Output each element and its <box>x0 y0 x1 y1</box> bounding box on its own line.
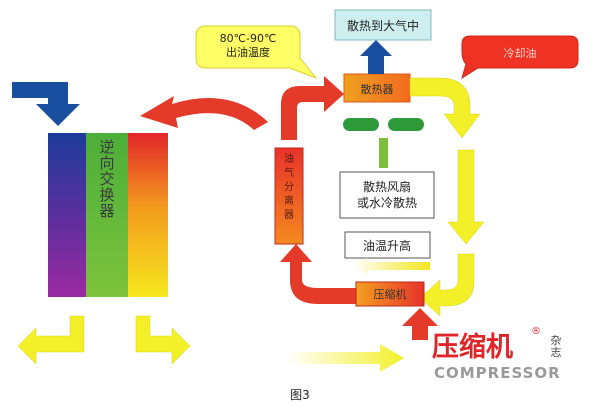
oil-temp-box <box>344 231 431 259</box>
logo-tag: 杂志 <box>551 334 562 359</box>
logo-registered: ® <box>531 326 541 337</box>
oil-out-temp-label: 80℃-90℃出油温度 <box>220 32 277 59</box>
oil-out-temp-bubble <box>195 25 318 80</box>
logo-chinese: 压缩机 <box>432 331 513 363</box>
figure-caption: 图3 <box>290 388 310 402</box>
compressor-box <box>355 281 425 307</box>
fan-blade-left <box>343 118 379 131</box>
red-arrow-filter-to-radiator <box>281 76 344 140</box>
cooling-oil-bubble <box>461 35 579 80</box>
fan-box <box>339 171 435 219</box>
logo-english: COMPRESSOR <box>434 364 561 382</box>
red-arrow-into-compressor <box>402 308 438 340</box>
cooling-oil-label: 冷却油 <box>504 46 537 60</box>
exchanger-cold-column <box>48 133 86 297</box>
yellow-down-arrow <box>447 149 485 245</box>
yellow-loop-arrow <box>409 77 481 139</box>
oil-temp-arrow <box>352 258 430 274</box>
atmosphere-label: 散热到大气中 <box>347 18 419 33</box>
oil-filter-label: 油气分离器 <box>284 152 294 221</box>
fan-blade-right <box>388 118 424 131</box>
oil-temp-label: 油温升高 <box>363 238 411 253</box>
yellow-arrow-to-compressor <box>419 253 475 317</box>
exchanger-green-column <box>86 133 128 297</box>
red-arrow-compressor-to-filter <box>280 244 356 304</box>
fan-label: 散热风扇或水冷散热 <box>357 179 417 210</box>
blue-inlet-arrow <box>12 82 80 126</box>
oil-filter-box <box>274 147 304 245</box>
yellow-outlet-arrow-right <box>135 315 191 365</box>
compressor-label: 压缩机 <box>374 287 407 301</box>
exchanger-hot-column <box>128 133 168 297</box>
magazine-logo: 压缩机 ® 杂志 COMPRESSOR <box>432 326 562 382</box>
yellow-outlet-arrow-left <box>17 315 85 365</box>
fan-stem <box>379 138 388 168</box>
exchanger <box>48 133 168 297</box>
red-return-arrow <box>140 96 268 130</box>
radiator-label: 散热器 <box>361 82 394 96</box>
atmosphere-box <box>334 9 432 41</box>
heat-release-arrow <box>360 40 392 74</box>
exchanger-label: 逆向交换器 <box>99 138 114 220</box>
yellow-bottom-arrow <box>286 344 404 372</box>
